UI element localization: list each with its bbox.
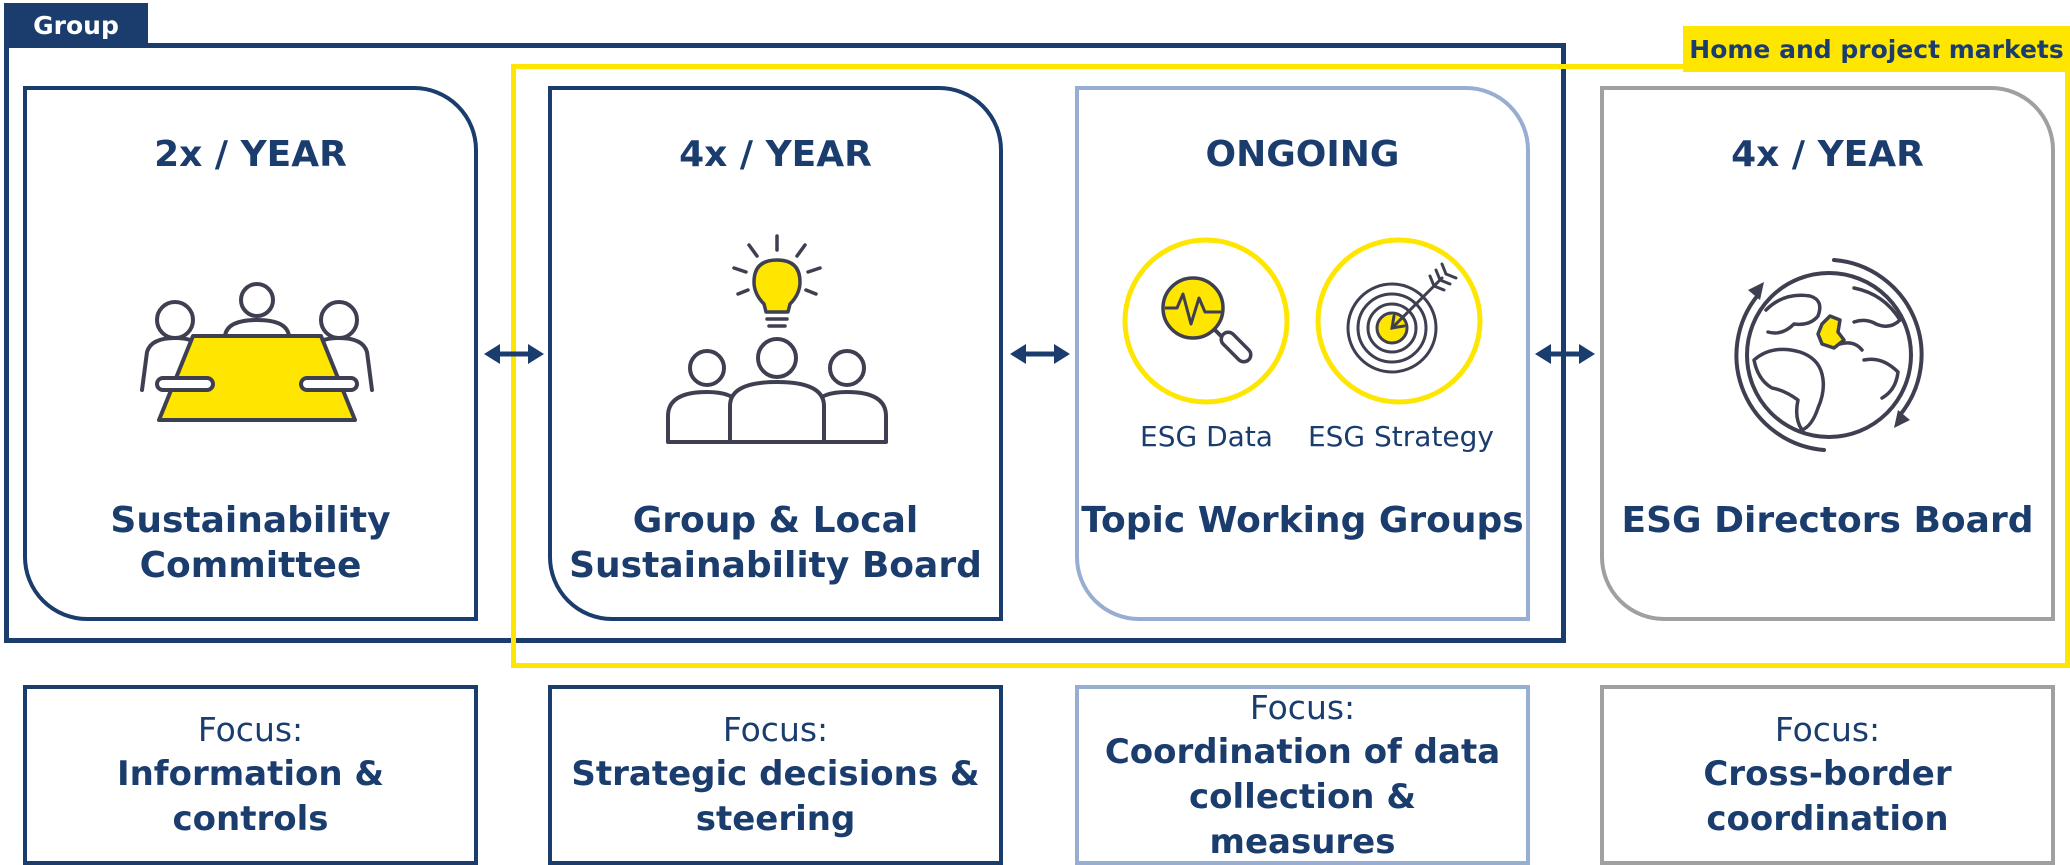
- card-sustainability-board: 4x / YEAR Group & Local Sustainability B…: [548, 86, 1003, 621]
- data-magnifier-icon: [1122, 237, 1290, 405]
- frequency-label: ONGOING: [1205, 134, 1400, 175]
- double-arrow-icon: [1010, 344, 1070, 364]
- card-name: ESG Directors Board: [1621, 500, 2034, 541]
- card-sustainability-committee: 2x / YEAR Sustainability Committee: [23, 86, 478, 621]
- esg-strategy-label: ESG Strategy: [1307, 420, 1495, 453]
- meeting-table-icon: [140, 282, 374, 422]
- focus-text: Cross-border coordination: [1703, 754, 1952, 839]
- card-name: Group & Local Sustainability Board: [569, 500, 982, 586]
- focus-text: Coordination of data collection & measur…: [1104, 731, 1501, 862]
- focus-text: Information & controls: [116, 754, 385, 839]
- double-arrow-icon: [1535, 344, 1595, 364]
- globe-icon: [1734, 258, 1924, 452]
- frequency-label: 2x / YEAR: [154, 134, 347, 175]
- markets-frame: [511, 64, 2070, 668]
- focus-label: Focus:: [722, 710, 829, 749]
- card-topic-working-groups: ONGOING ESG Data ESG Strategy Topic Work…: [1075, 86, 1530, 621]
- focus-label: Focus:: [1774, 710, 1881, 749]
- focus-text: Strategic decisions & steering: [571, 754, 980, 839]
- focus-box-cross-border: Focus: Cross-border coordination: [1600, 685, 2055, 865]
- card-name: Topic Working Groups: [1081, 500, 1524, 541]
- focus-box-coordination: Focus: Coordination of data collection &…: [1075, 685, 1530, 865]
- focus-label: Focus:: [1249, 687, 1356, 727]
- card-esg-directors-board: 4x / YEAR ESG Directors Board: [1600, 86, 2055, 621]
- card-name: Sustainability Committee: [110, 500, 391, 586]
- group-label: Group: [4, 3, 148, 47]
- focus-box-strategic: Focus: Strategic decisions & steering: [548, 685, 1003, 865]
- focus-label: Focus:: [197, 710, 304, 749]
- frequency-label: 4x / YEAR: [679, 134, 872, 175]
- markets-label: Home and project markets: [1683, 26, 2070, 72]
- group-frame: [4, 43, 1566, 643]
- board-lightbulb-icon: [666, 234, 888, 444]
- focus-box-information: Focus: Information & controls: [23, 685, 478, 865]
- target-icon: [1315, 237, 1483, 405]
- frequency-label: 4x / YEAR: [1731, 134, 1924, 175]
- double-arrow-icon: [484, 344, 544, 364]
- esg-data-label: ESG Data: [1140, 420, 1273, 453]
